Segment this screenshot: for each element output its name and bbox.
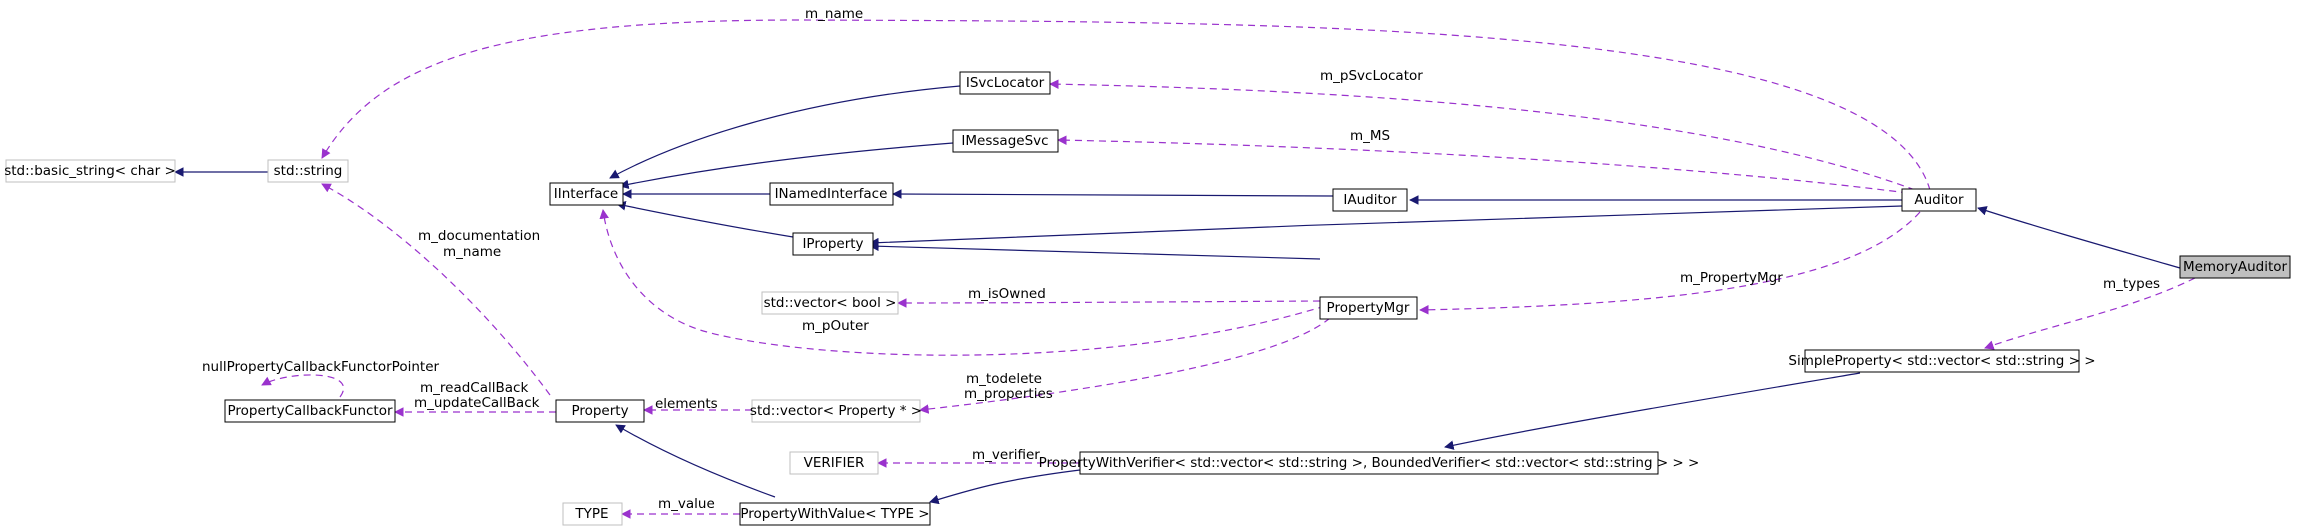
label-m-name-property: m_name: [443, 244, 501, 260]
edge-pwverifier-pwvalue: [929, 469, 1081, 505]
node-simpleproperty-label: SimpleProperty< std::vector< std::string…: [1788, 353, 2095, 369]
label-m-propertymgr: m_PropertyMgr: [1680, 270, 1783, 286]
label-m-pouter: m_pOuter: [802, 318, 869, 334]
node-propertywithverifier-label: PropertyWithVerifier< std::vector< std::…: [1039, 455, 1700, 471]
label-m-psvclocator: m_pSvcLocator: [1320, 68, 1423, 84]
node-propertywithverifier[interactable]: PropertyWithVerifier< std::vector< std::…: [1039, 451, 1700, 475]
label-m-isowned: m_isOwned: [968, 286, 1046, 302]
edge-auditor-imessagesvc: [1057, 135, 1909, 194]
node-inamedinterface[interactable]: INamedInterface: [769, 182, 894, 206]
node-iproperty[interactable]: IProperty: [792, 232, 874, 256]
node-simpleproperty[interactable]: SimpleProperty< std::vector< std::string…: [1788, 349, 2096, 373]
node-propertywithvalue[interactable]: PropertyWithValue< TYPE >: [739, 502, 931, 526]
edge-propertymgr-vector-bool: [897, 298, 1321, 308]
edge-callbackfunctor-self: [261, 374, 344, 398]
node-vector-bool[interactable]: std::vector< bool >: [761, 291, 899, 315]
node-iinterface[interactable]: IInterface: [549, 182, 624, 206]
node-std-string[interactable]: std::string: [267, 159, 349, 183]
label-elements: elements: [655, 396, 718, 412]
edge-imessagesvc-iinterface: [619, 142, 954, 190]
node-callbackfunctor-label: PropertyCallbackFunctor: [227, 403, 393, 419]
node-std-string-label: std::string: [274, 163, 343, 179]
node-imessagesvc-label: IMessageSvc: [961, 133, 1048, 149]
node-memoryauditor-label: MemoryAuditor: [2183, 259, 2288, 275]
edge-propertymgr-iproperty: [869, 241, 1321, 260]
edge-memoryauditor-simpleproperty: [1984, 277, 2196, 350]
node-iauditor-label: IAuditor: [1343, 192, 1397, 208]
label-null-callback: nullPropertyCallbackFunctorPointer: [202, 359, 440, 375]
node-verifier[interactable]: VERIFIER: [789, 451, 879, 475]
edge-propertymgr-iinterface: [599, 209, 1326, 356]
node-auditor[interactable]: Auditor: [1901, 188, 1977, 212]
node-vector-property-label: std::vector< Property * >: [750, 403, 922, 419]
label-m-properties: m_properties: [964, 386, 1053, 402]
edge-isvclocator-iinterface: [609, 85, 961, 179]
edge-pwvalue-property: [615, 424, 776, 498]
edge-auditor-isvclocator: [1049, 79, 1916, 191]
inheritance-edges: [174, 85, 2181, 505]
edge-auditor-propertymgr: [1419, 211, 1921, 315]
node-memoryauditor[interactable]: MemoryAuditor: [2179, 255, 2291, 279]
edge-memoryauditor-auditor: [1977, 206, 2181, 269]
node-verifier-label: VERIFIER: [804, 455, 865, 471]
node-vector-bool-label: std::vector< bool >: [764, 295, 897, 311]
node-iauditor[interactable]: IAuditor: [1332, 188, 1408, 212]
edge-propertymgr-vector-property: [919, 317, 1331, 414]
edge-labels: m_name m_pSvcLocator m_MS m_PropertyMgr …: [202, 6, 2160, 512]
edge-auditor-iproperty: [869, 205, 1903, 248]
node-iinterface-label: IInterface: [554, 186, 618, 202]
nodes: MemoryAuditor Auditor ISvcLocator IMessa…: [4, 71, 2291, 526]
node-vector-property[interactable]: std::vector< Property * >: [750, 399, 922, 423]
node-type[interactable]: TYPE: [562, 502, 623, 526]
node-imessagesvc[interactable]: IMessageSvc: [952, 129, 1059, 153]
label-m-verifier: m_verifier: [972, 447, 1040, 463]
node-property-label: Property: [571, 403, 628, 419]
node-callbackfunctor[interactable]: PropertyCallbackFunctor: [224, 399, 396, 423]
edge-iproperty-iinterface: [616, 201, 794, 238]
label-m-todelete: m_todelete: [966, 371, 1042, 387]
edge-iauditor-inamedinterface: [892, 189, 1334, 199]
edge-auditor-std-string-m-name: [321, 19, 1931, 191]
node-propertymgr-label: PropertyMgr: [1327, 300, 1410, 316]
label-m-documentation: m_documentation: [418, 228, 540, 244]
node-basic-string-label: std::basic_string< char >: [4, 163, 176, 179]
node-auditor-label: Auditor: [1914, 192, 1964, 208]
label-m-readcallback: m_readCallBack: [420, 380, 528, 396]
label-m-value: m_value: [658, 496, 715, 512]
node-isvclocator[interactable]: ISvcLocator: [959, 71, 1051, 95]
node-type-label: TYPE: [574, 506, 608, 522]
usage-edges: [261, 19, 2196, 519]
node-inamedinterface-label: INamedInterface: [775, 186, 888, 202]
edge-property-std-string: [321, 183, 551, 396]
label-m-updatecallback: m_updateCallBack: [414, 395, 540, 411]
label-m-name: m_name: [805, 6, 863, 22]
node-isvclocator-label: ISvcLocator: [966, 75, 1045, 91]
node-property[interactable]: Property: [555, 399, 645, 423]
edge-simpleproperty-pwverifier: [1444, 372, 1861, 450]
node-propertymgr[interactable]: PropertyMgr: [1319, 296, 1418, 320]
node-propertywithvalue-label: PropertyWithValue< TYPE >: [740, 506, 929, 522]
node-iproperty-label: IProperty: [802, 236, 863, 252]
label-m-types: m_types: [2103, 276, 2160, 292]
node-basic-string[interactable]: std::basic_string< char >: [4, 159, 176, 183]
label-m-ms: m_MS: [1350, 128, 1390, 144]
